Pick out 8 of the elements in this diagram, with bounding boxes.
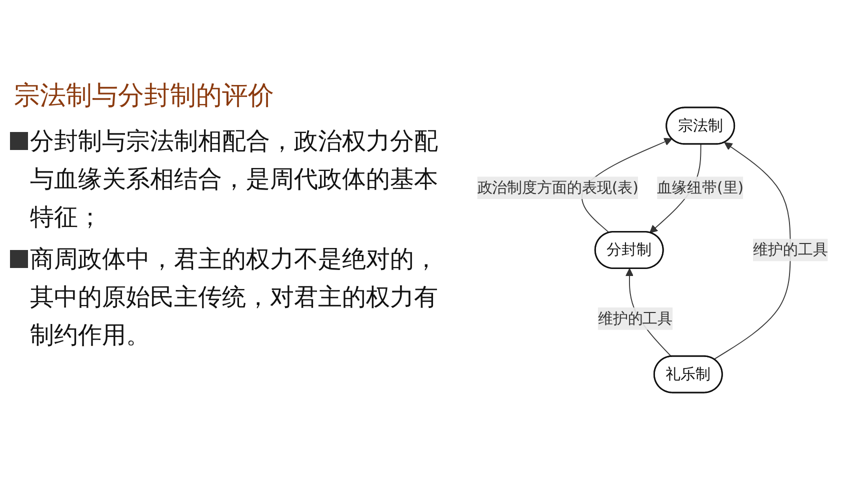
bullet-text: 商周政体中，君主的权力不是绝对的，其中的原始民主传统，对君主的权力有制约作用。 xyxy=(30,244,439,351)
edge-label: 政治制度方面的表现(表) xyxy=(477,178,638,196)
edge-label: 维护的工具 xyxy=(598,309,673,328)
heading: 宗法制与分封制的评价 xyxy=(14,80,274,113)
edge-label: 血缘纽带(里) xyxy=(657,178,744,196)
edge-label: 维护的工具 xyxy=(752,240,828,258)
bullet-text: 分封制与宗法制相配合，政治权力分配与血缘关系相结合，是周代政体的基本特征； xyxy=(30,126,439,233)
arrow xyxy=(714,142,791,360)
